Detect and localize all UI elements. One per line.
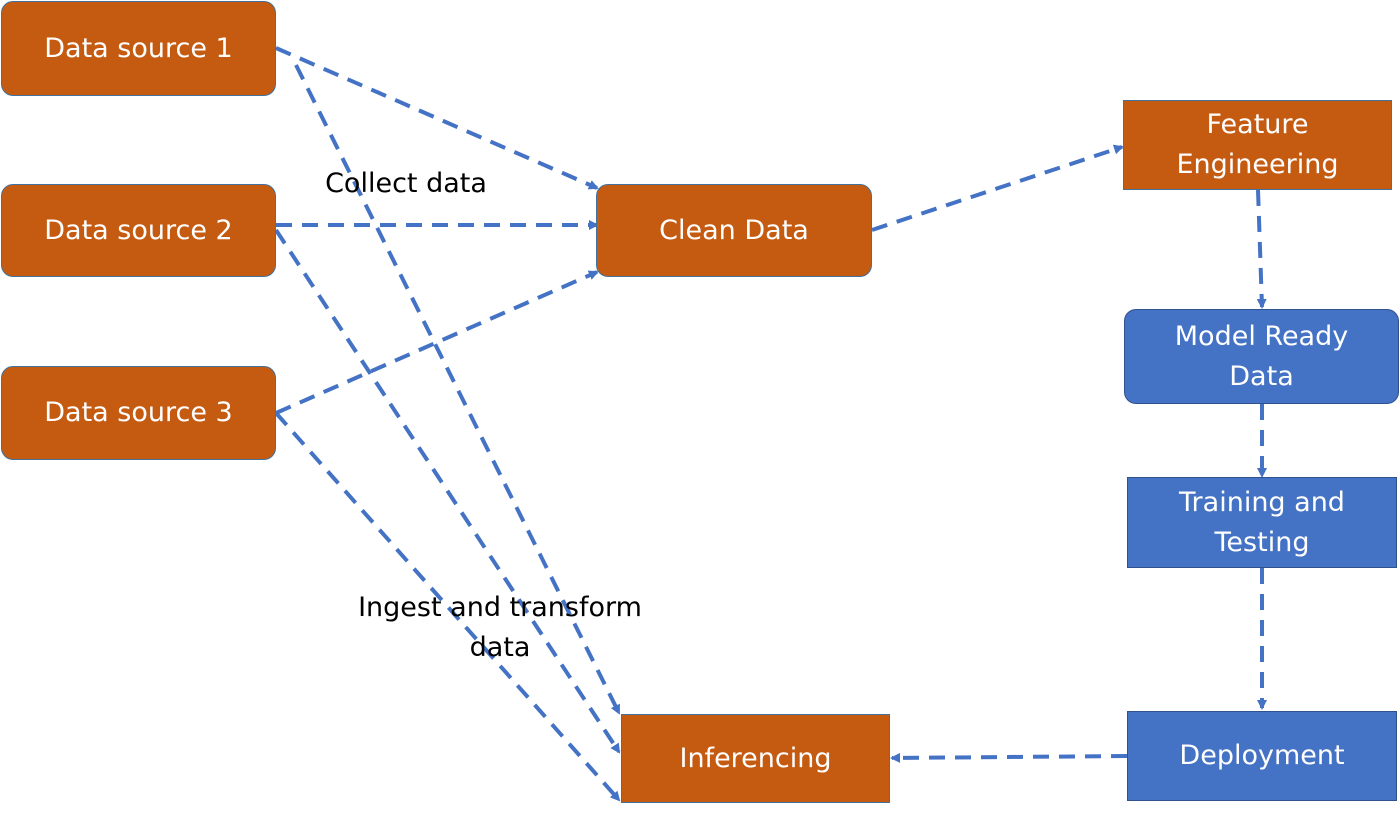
training-testing-label-line-1: Training and <box>1179 486 1345 518</box>
data-source-3-node: Data source 3 <box>1 366 276 460</box>
data-source-2-label: Data source 2 <box>44 214 233 246</box>
deployment-node: Deployment <box>1127 711 1397 801</box>
edge-source3-to-clean <box>275 270 599 415</box>
edge-clean-to-feature <box>871 144 1124 232</box>
ingest-transform-text-line-2: data <box>469 632 531 663</box>
deployment-label: Deployment <box>1179 740 1345 771</box>
inferencing-node: Inferencing <box>621 714 890 803</box>
collect-data-label: Collect data <box>320 164 492 204</box>
feature-engineering-node: Feature Engineering <box>1123 100 1392 190</box>
model-ready-data-label-line-1: Model Ready <box>1174 320 1349 352</box>
edge-source3-to-inferencing <box>274 411 621 802</box>
clean-data-node: Clean Data <box>596 184 872 277</box>
data-source-1-label: Data source 1 <box>44 32 233 64</box>
edge-source2-to-inferencing <box>274 228 621 754</box>
ingest-transform-label: Ingest and transform data <box>352 588 648 668</box>
edge-deployment-to-inferencing <box>890 752 1128 763</box>
inferencing-label: Inferencing <box>679 742 832 774</box>
feature-engineering-label-line-1: Feature <box>1206 109 1309 140</box>
edge-feature-to-model-ready <box>1256 189 1267 309</box>
training-testing-label-line-2: Testing <box>1214 526 1310 558</box>
data-source-2-node: Data source 2 <box>1 184 276 277</box>
training-testing-node: Training and Testing <box>1127 477 1397 568</box>
edge-source1-to-inferencing <box>294 64 621 715</box>
model-ready-data-label-line-2: Data <box>1229 360 1294 392</box>
ingest-transform-text-line-1: Ingest and transform <box>358 592 642 623</box>
model-ready-data-node: Model Ready Data <box>1124 309 1399 404</box>
data-source-3-label: Data source 3 <box>44 397 233 428</box>
feature-engineering-label-line-2: Engineering <box>1176 149 1339 180</box>
collect-data-text: Collect data <box>325 168 487 199</box>
clean-data-label: Clean Data <box>659 214 809 246</box>
data-source-1-node: Data source 1 <box>1 1 276 96</box>
edge-source1-to-clean <box>275 46 599 190</box>
